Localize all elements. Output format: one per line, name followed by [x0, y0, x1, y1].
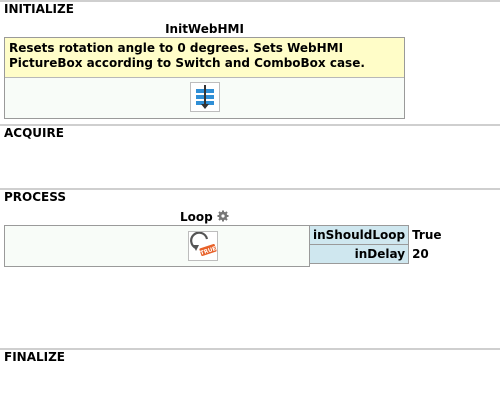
- process-section-title: PROCESS: [4, 190, 66, 204]
- param-name: inShouldLoop: [308, 225, 410, 245]
- initwebhmi-step-block[interactable]: Resets rotation angle to 0 degrees. Sets…: [4, 37, 405, 119]
- param-row-indelay[interactable]: inDelay 20: [308, 244, 446, 264]
- initwebhmi-step-title[interactable]: InitWebHMI: [165, 22, 244, 36]
- acquire-section-title: ACQUIRE: [4, 126, 64, 140]
- loop-step-title-row[interactable]: Loop: [4, 210, 405, 224]
- loop-step-block[interactable]: TRUE: [4, 225, 310, 267]
- loop-params-table: inShouldLoop True inDelay 20: [308, 225, 446, 264]
- initialize-section-title: INITIALIZE: [4, 2, 74, 16]
- gear-icon[interactable]: [217, 210, 229, 222]
- acquire-rule: [0, 124, 500, 126]
- param-row-inshouldloop[interactable]: inShouldLoop True: [308, 225, 446, 245]
- param-value[interactable]: 20: [412, 247, 429, 261]
- param-value[interactable]: True: [412, 228, 442, 242]
- stack-arrow-icon: [196, 85, 214, 109]
- param-name: inDelay: [308, 244, 410, 264]
- initwebhmi-icon-frame[interactable]: [190, 82, 220, 112]
- loop-true-icon: TRUE: [190, 231, 217, 257]
- process-rule: [0, 188, 500, 190]
- finalize-rule: [0, 348, 500, 350]
- loop-step-title: Loop: [180, 210, 213, 224]
- finalize-section-title: FINALIZE: [4, 350, 66, 364]
- loop-icon-frame[interactable]: TRUE: [188, 231, 218, 261]
- loop-true-badge: TRUE: [200, 246, 217, 257]
- initialize-rule: [0, 0, 500, 2]
- initwebhmi-description: Resets rotation angle to 0 degrees. Sets…: [5, 38, 404, 78]
